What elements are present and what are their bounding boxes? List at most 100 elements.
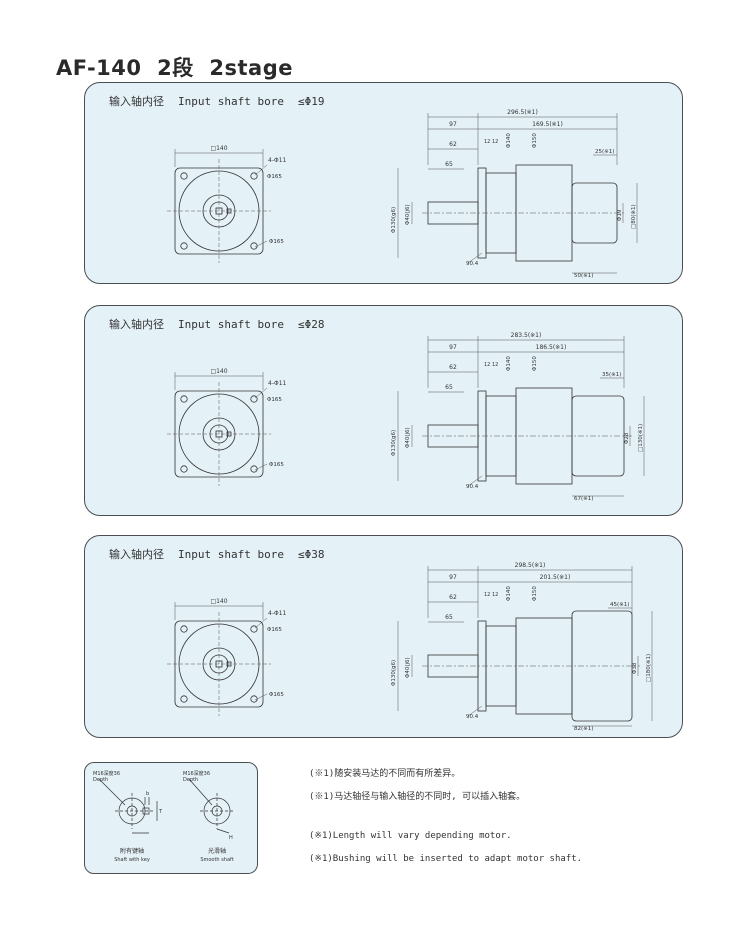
bolt-hole	[250, 625, 258, 633]
bolt-hole	[180, 242, 188, 250]
front-pcd2-dim: Φ165	[269, 239, 284, 245]
page-title: AF-140 2段 2stage	[56, 52, 293, 82]
header-limit: ≤Φ38	[297, 548, 325, 561]
side-130-dim: Φ130(g6)	[391, 207, 397, 233]
note-en-1: (※1)Length will vary depending motor.	[309, 831, 512, 841]
front-holes-dim: 4-Φ11	[268, 380, 287, 387]
left-thread-label: M16深度36	[93, 770, 120, 777]
side-bore-dim: Φ28	[624, 432, 630, 444]
side-40-dim: Φ40(j6)	[405, 427, 411, 448]
right-depth-label: Depth	[183, 777, 198, 783]
header-en: Input shaft bore	[178, 95, 284, 108]
side-140-dim: Φ140	[506, 133, 512, 148]
dim-t: T	[158, 809, 163, 815]
note-en-2: (※1)Bushing will be inserted to adapt mo…	[309, 854, 583, 864]
header-limit: ≤Φ28	[297, 318, 325, 331]
side-130-dim: Φ130(g6)	[391, 430, 397, 456]
bolt-hole	[250, 465, 258, 473]
right-thread-label: M16深度36	[183, 770, 210, 777]
side-angle-dim: 90.4	[466, 714, 479, 720]
stage-cn: 2段	[157, 56, 194, 80]
side-square-dim: □80(※1)	[631, 204, 637, 229]
side-40-dim: Φ40(j6)	[405, 657, 411, 678]
side-97-dim: 97	[449, 121, 457, 128]
side-97-dim: 97	[449, 574, 457, 581]
side-right-dim: 201.5(※1)	[540, 574, 571, 581]
front-pcd2-dim: Φ165	[269, 692, 284, 698]
bolt-hole	[180, 625, 188, 633]
side-motor-len-dim: 45(※1)	[610, 602, 629, 608]
bolt-hole	[250, 695, 258, 703]
front-pcd1-dim: Φ165	[267, 397, 282, 403]
side-65-dim: 65	[445, 384, 453, 391]
side-square-dim: □130(※1)	[638, 424, 644, 452]
side-angle-dim: 90.4	[466, 261, 479, 267]
side-motor-len-dim: 35(※1)	[602, 372, 621, 378]
side-bottom-dim: 50(※1)	[574, 273, 593, 279]
note-cn-2: (※1)马达轴径与输入轴径的不同时, 可以插入轴套。	[309, 792, 526, 802]
side-right-dim: 186.5(※1)	[536, 344, 567, 351]
side-12b-dim: 12	[492, 362, 498, 368]
side-square-dim: □180(※1)	[646, 654, 652, 682]
front-pcd2-dim: Φ165	[269, 462, 284, 468]
header-cn: 输入轴内径	[109, 318, 164, 331]
side-150-dim: Φ150	[532, 133, 538, 148]
header-cn: 输入轴内径	[109, 548, 164, 561]
side-bore-dim: Φ38	[632, 662, 638, 674]
bolt-hole	[180, 465, 188, 473]
bolt-hole	[180, 395, 188, 403]
keyed-caption-cn: 附有键轴	[120, 847, 144, 855]
left-depth-label: Depth	[93, 777, 108, 783]
bolt-hole	[250, 172, 258, 180]
keyed-caption-en: Shaft with key	[114, 857, 150, 863]
panel-header: 输入轴内径 Input shaft bore ≤Φ28	[109, 316, 324, 332]
stage-en: 2stage	[209, 56, 293, 80]
header-limit: ≤Φ19	[297, 95, 325, 108]
side-12b-dim: 12	[492, 139, 498, 145]
side-total-dim: 298.5(※1)	[515, 562, 546, 569]
side-total-dim: 296.5(※1)	[507, 109, 538, 116]
side-130-dim: Φ130(g6)	[391, 660, 397, 686]
bolt-hole	[180, 172, 188, 180]
side-right-dim: 169.5(※1)	[532, 121, 563, 128]
front-holes-dim: 4-Φ11	[268, 610, 287, 617]
front-square-dim: □140	[210, 145, 227, 152]
front-square-dim: □140	[210, 368, 227, 375]
shaft-detail-drawing: M16深度36 Depth M16深度36 Depth b T H 附有键轴 S…	[93, 770, 235, 863]
side-150-dim: Φ150	[532, 586, 538, 601]
front-pcd1-dim: Φ165	[267, 627, 282, 633]
smooth-caption-cn: 光滑轴	[208, 847, 226, 855]
side-65-dim: 65	[445, 614, 453, 621]
side-65-dim: 65	[445, 161, 453, 168]
side-40-dim: Φ40(j6)	[405, 204, 411, 225]
side-12a-dim: 12	[484, 362, 490, 368]
smooth-caption-en: Smooth shaft	[200, 857, 233, 863]
bolt-hole	[180, 695, 188, 703]
front-square-dim: □140	[210, 598, 227, 605]
panel-header: 输入轴内径 Input shaft bore ≤Φ38	[109, 546, 324, 562]
side-97-dim: 97	[449, 344, 457, 351]
side-bore-dim: Φ19	[617, 209, 623, 221]
side-12b-dim: 12	[492, 592, 498, 598]
bolt-hole	[250, 242, 258, 250]
header-en: Input shaft bore	[178, 548, 284, 561]
side-12a-dim: 12	[484, 592, 490, 598]
side-140-dim: Φ140	[506, 356, 512, 371]
dim-h: H	[229, 835, 233, 841]
front-holes-dim: 4-Φ11	[268, 157, 287, 164]
dim-b: b	[146, 791, 149, 797]
note-cn-1: (※1)随安装马达的不同而有所差异。	[309, 769, 461, 779]
header-en: Input shaft bore	[178, 318, 284, 331]
side-140-dim: Φ140	[506, 586, 512, 601]
side-62-dim: 62	[449, 141, 457, 148]
model-name: AF-140	[56, 56, 142, 80]
side-bottom-dim: 67(※1)	[574, 496, 593, 502]
side-150-dim: Φ150	[532, 356, 538, 371]
